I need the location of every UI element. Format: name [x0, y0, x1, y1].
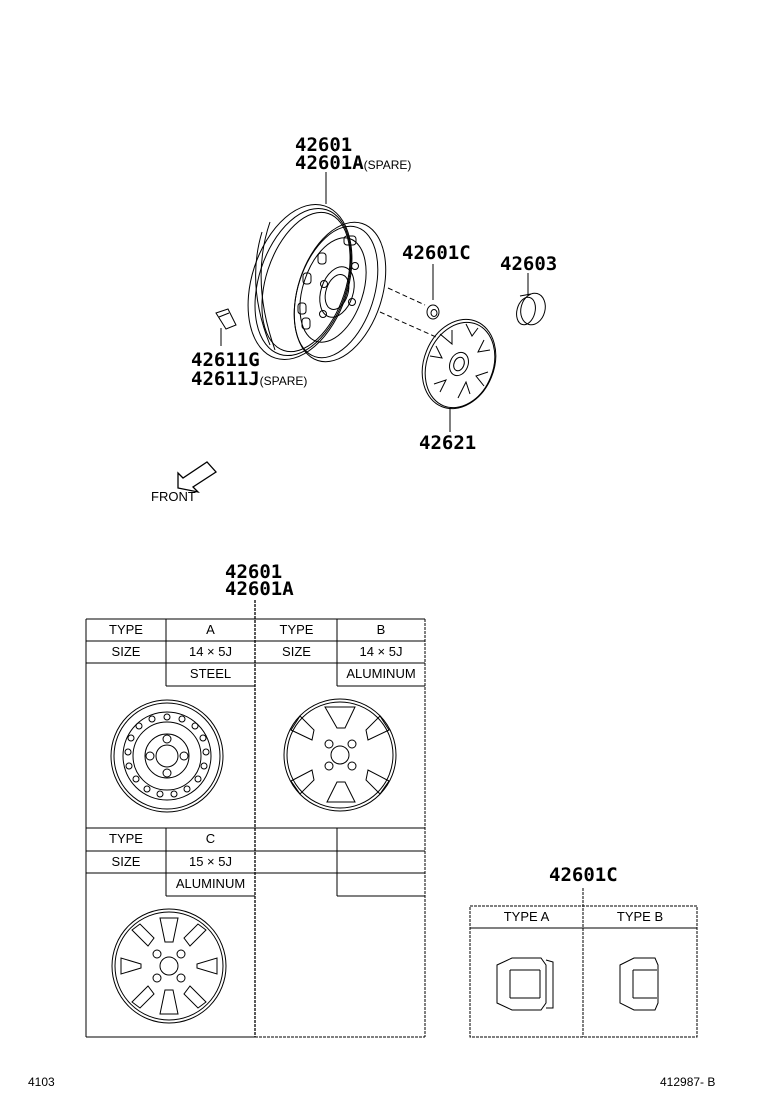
type-a-size-label: SIZE: [111, 644, 141, 659]
type-a-size-value: 14 × 5J: [188, 644, 232, 659]
wheel-table-title-42601A[interactable]: 42601A: [225, 578, 294, 600]
part-note: (SPARE): [363, 158, 412, 172]
type-b-material: ALUMINUM: [346, 666, 416, 681]
wheel-rim-icon: [247, 203, 387, 363]
type-b-size-value: 14 × 5J: [359, 644, 403, 659]
part-label-42621[interactable]: 42621: [419, 432, 477, 454]
type-a-type-label: TYPE: [109, 622, 143, 637]
aluminum-wheel-type-c-icon: [111, 908, 227, 1024]
part-number: 42611G: [191, 349, 260, 371]
footer-left-code: 4103: [28, 1075, 55, 1089]
part-note: (SPARE): [259, 374, 308, 388]
type-c-type-value: C: [205, 831, 216, 846]
part-number: 42601: [295, 134, 353, 156]
hub-cap-icon: [516, 292, 546, 326]
part-label-42603[interactable]: 42603: [500, 253, 558, 275]
lug-nut-type-b-icon: [619, 957, 659, 1011]
part-number: 42621: [419, 432, 477, 454]
type-a-material: STEEL: [189, 666, 232, 681]
type-b-size-label: SIZE: [282, 644, 311, 659]
nut-type-a-header: TYPE A: [503, 909, 550, 924]
type-a-type-value: A: [206, 622, 215, 637]
aluminum-wheel-type-b-icon: [283, 698, 397, 812]
nut-table-title-42601C[interactable]: 42601C: [549, 864, 618, 886]
part-number: 42603: [500, 253, 558, 275]
part-label-42601A[interactable]: 42601A(SPARE): [295, 154, 411, 174]
part-number: 42601A: [295, 152, 364, 174]
part-label-42601C[interactable]: 42601C: [402, 242, 471, 264]
wheel-table-title-42601[interactable]: 42601: [225, 561, 283, 583]
part-label-42611J[interactable]: 42611J(SPARE): [191, 370, 307, 390]
wheel-nut-icon: [426, 304, 440, 320]
type-c-type-label: TYPE: [109, 831, 143, 846]
steel-wheel-type-a-icon: [110, 699, 224, 813]
wheel-cover-icon: [421, 318, 497, 410]
front-arrow-icon: [177, 461, 217, 494]
footer-right-code: 412987- B: [660, 1075, 716, 1089]
part-label-42611G[interactable]: 42611G: [191, 349, 260, 371]
part-label-42601[interactable]: 42601: [295, 134, 353, 156]
valve-stem-icon: [215, 308, 237, 330]
type-c-size-label: SIZE: [111, 854, 141, 869]
part-number: 42601C: [402, 242, 471, 264]
front-direction-label: FRONT: [151, 489, 196, 504]
lug-nut-type-a-icon: [496, 957, 554, 1011]
part-number: 42611J: [191, 368, 260, 390]
type-b-type-value: B: [376, 622, 386, 637]
type-c-material: ALUMINUM: [175, 876, 246, 891]
nut-type-b-header: TYPE B: [616, 909, 664, 924]
type-b-type-label: TYPE: [279, 622, 314, 637]
type-c-size-value: 15 × 5J: [188, 854, 232, 869]
